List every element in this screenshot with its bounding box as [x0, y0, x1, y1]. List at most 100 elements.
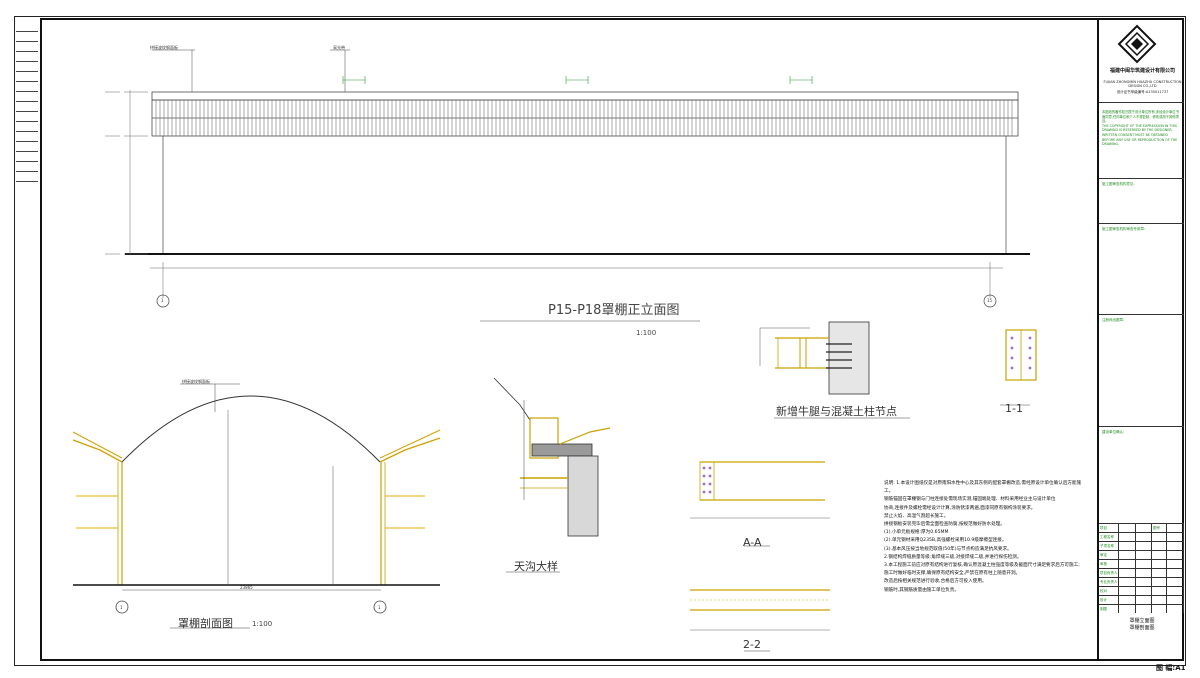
signature-cell: 审定: [1099, 551, 1120, 559]
signature-cell: [1167, 605, 1184, 613]
node-detail: [759, 321, 910, 419]
bolt-mark: [1010, 366, 1014, 370]
design-certificate: 设计证书甲级编号:A135011737: [1116, 90, 1169, 94]
note-line: 改造后按相关规范进行验收,合格后方可投入使用。: [884, 579, 987, 585]
signature-cell: 审核: [1099, 560, 1120, 568]
copyright-en: THE COPYRIGHT OF THE EXPRESSION IN THIS …: [1102, 123, 1178, 147]
signature-cell: [1119, 596, 1136, 604]
bolt-mark: [708, 490, 712, 494]
section-span-dim: 23865: [240, 585, 253, 590]
gutter-detail: [493, 377, 611, 573]
copyright-notice: 本图纸的著作权归属于设计单位所有,未经设计单位书面同意,任何单位和个人不得复制、…: [1102, 110, 1182, 147]
signature-cell: [1167, 578, 1184, 586]
copyright-cn: 本图纸的著作权归属于设计单位所有,未经设计单位书面同意,任何单位和个人不得复制、…: [1102, 110, 1179, 124]
signature-cell: [1119, 569, 1136, 577]
signature-cell: 项目负责人: [1100, 569, 1120, 577]
section-panel-label: 拼接波纹钢面板: [182, 379, 210, 384]
note-line: (1).小单元板规格:厚为0.65MM: [884, 530, 949, 536]
signature-cell: [1136, 542, 1152, 550]
section-a-a-title: A-A: [743, 536, 762, 549]
node-title: 新增牛腿与混凝土柱节点: [776, 405, 897, 418]
signature-cell: [1136, 524, 1152, 532]
bolt-mark: [708, 466, 712, 470]
signature-row: 制图: [1099, 604, 1184, 613]
signature-cell: [1152, 578, 1167, 586]
project-name: 罩棚立面图: [1129, 618, 1155, 624]
bolt-mark: [1028, 366, 1032, 370]
signature-cell: [1167, 560, 1184, 568]
signature-cell: [1119, 542, 1136, 550]
signature-cell: [1136, 569, 1152, 577]
signature-cell: [1167, 587, 1184, 595]
signature-cell: [1152, 533, 1167, 541]
bolt-mark: [702, 482, 706, 486]
review-stamp-label: 施工图审查机构审查专用章:: [1102, 227, 1146, 231]
title-block: 福建中闽华筑建设计有限公司 FUJIAN ZHONGMIN HUAZHU CON…: [1097, 18, 1184, 661]
section-1-1-title: 1-1: [1005, 402, 1023, 415]
bolt-mark: [1010, 356, 1014, 360]
client-confirm-label: 建设单位确认:: [1102, 430, 1125, 434]
signature-cell: [1119, 560, 1136, 568]
bolt-mark: [1010, 336, 1014, 340]
signature-cell: 子项名称: [1099, 542, 1120, 550]
company-logo-icon: [1117, 24, 1157, 64]
company-name: 福建中闽华筑建设计有限公司: [1109, 68, 1175, 74]
sheet-size: 图 幅:A1: [1156, 664, 1186, 672]
signature-cell: [1152, 542, 1167, 550]
note-line: (3).基本风压按当地规范取值(50年)与节点构造满足抗风要求。: [884, 546, 1012, 552]
note-line: 协商,连接件及螺栓需经设计计算,涂防锈漆两遍,面漆同原有钢构涂装要求。: [884, 505, 1036, 511]
bolt-mark: [1028, 336, 1032, 340]
note-line: 2.钢结构焊缝质量等级:角焊缝三级,对接焊缝二级,并进行探伤检测。: [884, 554, 1022, 560]
note-line: 说明: 1.本设计图纸仅是对原南阳水性中心及其东侧的配套罩棚改造,需经原设计单位…: [884, 481, 1082, 495]
bolt-mark: [1010, 346, 1014, 350]
signature-cell: [1136, 533, 1152, 541]
bolt-mark: [702, 466, 706, 470]
note-line: 拼接钢板安装完毕后需全面检查防腐,按规范做好防水处理。: [884, 522, 1005, 528]
signature-cell: [1119, 578, 1136, 586]
signature-cell: 项目: [1099, 524, 1120, 532]
bolt-mark: [702, 474, 706, 478]
signature-row: 专业负责人: [1099, 577, 1184, 586]
drawing-name: 罩棚剖面图: [1129, 625, 1155, 631]
signature-cell: [1136, 551, 1152, 559]
signature-cell: [1136, 596, 1152, 604]
signature-cell: 设计: [1099, 596, 1120, 604]
outer-border: [14, 16, 1186, 666]
signature-row: 项目负责人: [1099, 568, 1184, 577]
signature-cell: [1119, 533, 1136, 541]
signature-cell: [1119, 605, 1136, 613]
signature-cell: [1119, 524, 1136, 532]
signature-row: 审定: [1099, 550, 1184, 559]
axis-right: 15: [987, 298, 993, 303]
signature-cell: [1167, 533, 1184, 541]
signature-cell: [1167, 551, 1184, 559]
panel-label: 拼接波纹钢面板: [150, 45, 178, 50]
signature-row: 子项名称: [1099, 541, 1184, 550]
elevation-view: [105, 49, 1030, 322]
signature-cell: [1152, 605, 1167, 613]
signature-cell: 专业负责人: [1100, 578, 1120, 586]
signature-cell: 校对: [1099, 587, 1120, 595]
signature-cell: [1119, 551, 1136, 559]
company-name-en: FUJIAN ZHONGMIN HUAZHU CONSTRUCTION DESI…: [1103, 80, 1182, 88]
binding-margin-grid: [16, 22, 38, 182]
review-opinion-label: 施工图审查机构意见:: [1102, 182, 1135, 186]
bolt-mark: [702, 490, 706, 494]
axis-sec-left: 1: [120, 605, 123, 610]
signature-cell: 图号: [1152, 524, 1167, 532]
signature-cell: [1136, 605, 1152, 613]
signature-row: 设计: [1099, 595, 1184, 604]
note-line: 钢筋锚固在罩棚钢与门柱连接处需现场实测,锚固端处理、材料采用经业主与设计单位: [884, 497, 1056, 503]
inner-border: [40, 18, 1184, 661]
roof-strip-label: 采光带: [333, 45, 345, 50]
bolt-mark: [708, 474, 712, 478]
signature-cell: [1152, 551, 1167, 559]
section-2-2-title: 2-2: [743, 638, 761, 651]
section-view: [72, 383, 441, 629]
signature-cell: [1119, 587, 1136, 595]
signature-cell: [1152, 569, 1167, 577]
note-line: 钢筋时,其钢筋质量由施工单位负责。: [884, 587, 959, 593]
section-2-2: [690, 589, 830, 652]
